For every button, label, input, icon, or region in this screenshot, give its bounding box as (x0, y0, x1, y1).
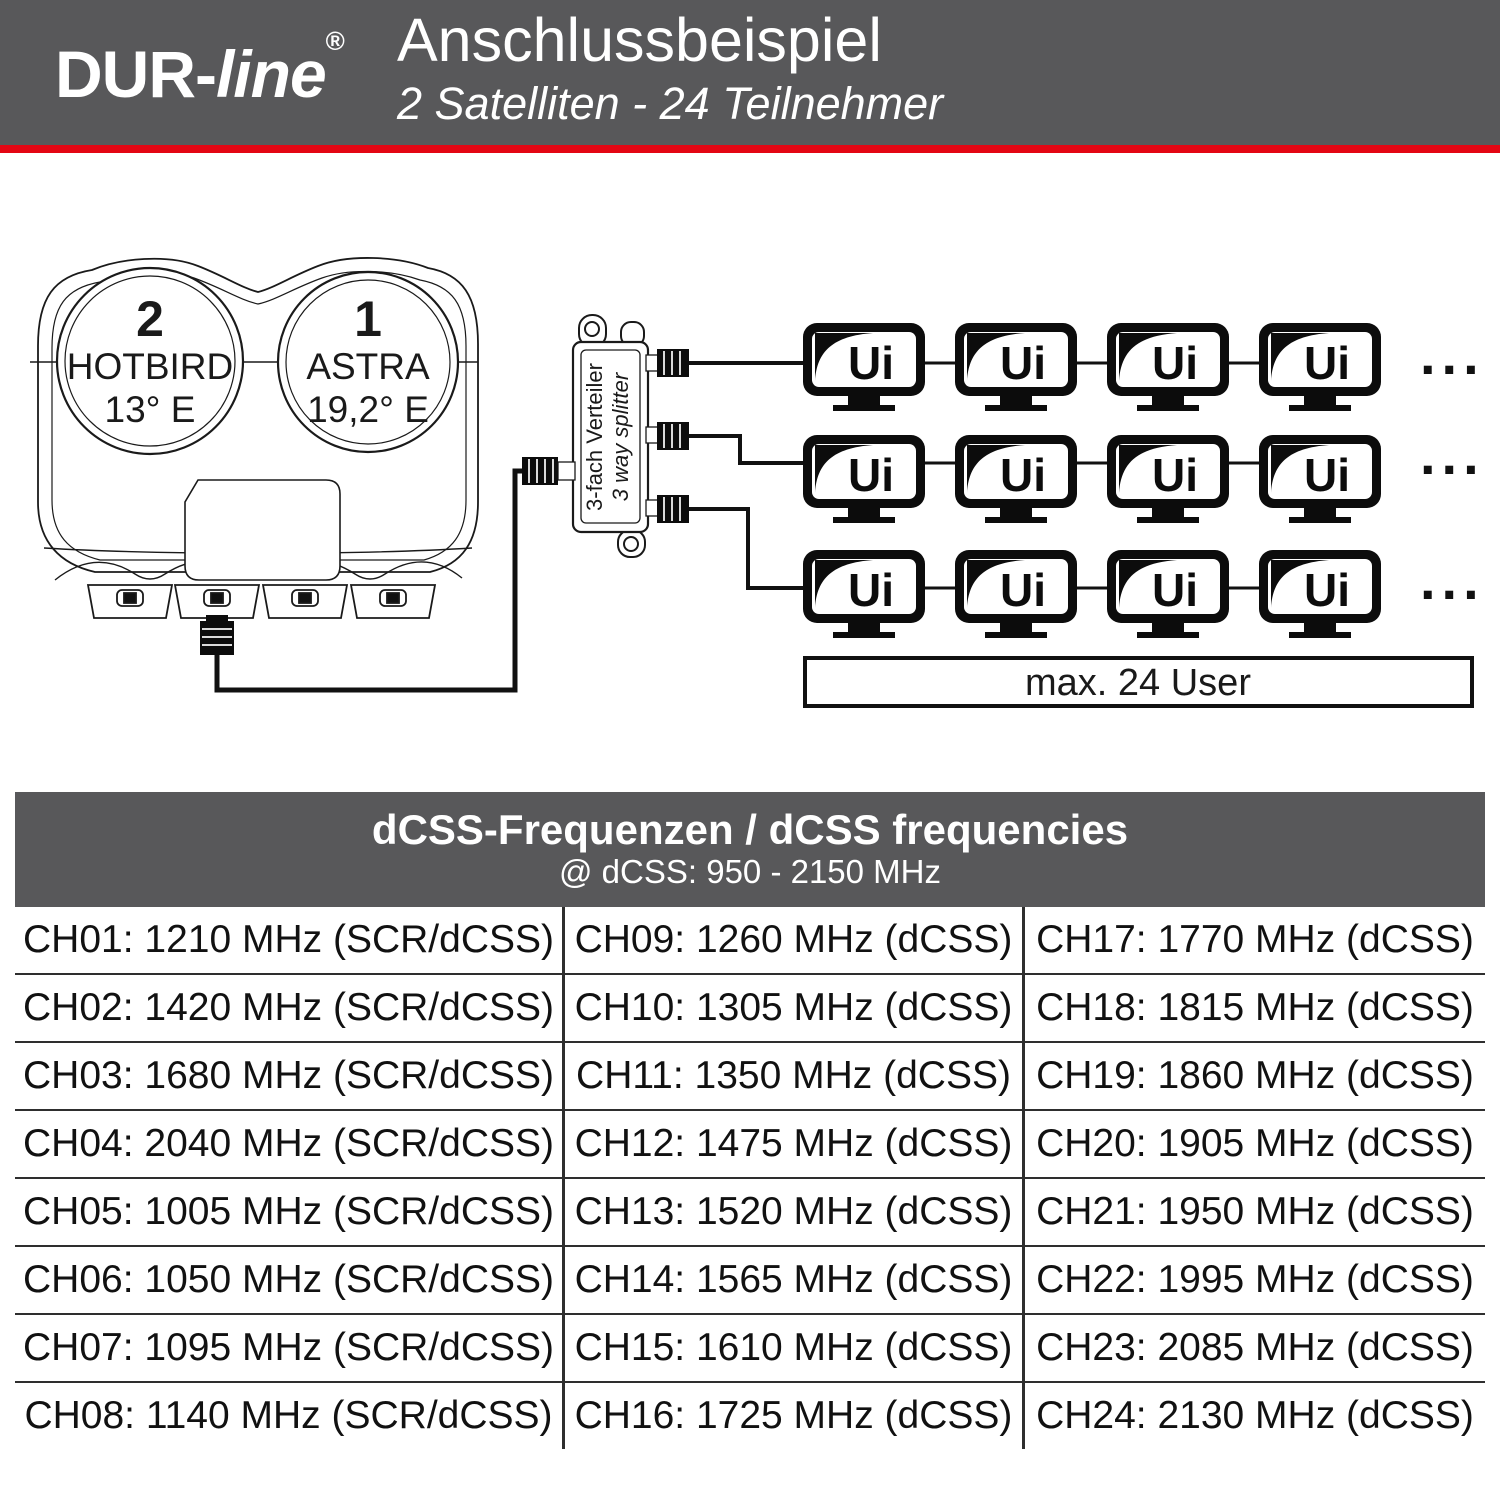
lnb-right-position: 19,2° E (307, 389, 429, 430)
max-users-box: max. 24 User (803, 656, 1474, 708)
tv-icon (955, 435, 1077, 523)
lnb-left-position: 13° E (105, 389, 196, 430)
lnb-labels: 2 HOTBIRD 13° E 1 ASTRA 19,2° E (67, 291, 430, 430)
tv-row-2: ... (803, 423, 1485, 523)
splitter-connectors (522, 349, 689, 523)
tv-icon (1259, 323, 1381, 411)
lnb-body-outline (37, 257, 479, 573)
tv-icon (955, 323, 1077, 411)
lnb-right-number: 1 (354, 291, 382, 347)
cell-ch08: CH08: 1140 MHz (SCR/dCSS) (15, 1383, 565, 1449)
cell-ch12: CH12: 1475 MHz (dCSS) (565, 1111, 1025, 1179)
cell-ch07: CH07: 1095 MHz (SCR/dCSS) (15, 1315, 565, 1383)
cell-ch02: CH02: 1420 MHz (SCR/dCSS) (15, 975, 565, 1043)
brand-logo-prefix: DUR- (55, 37, 217, 111)
tv-icon (955, 550, 1077, 638)
splitter-label-en: 3 way splitter (608, 371, 633, 501)
cell-ch04: CH04: 2040 MHz (SCR/dCSS) (15, 1111, 565, 1179)
frequency-grid: CH01: 1210 MHz (SCR/dCSS) CH09: 1260 MHz… (15, 907, 1485, 1449)
frequency-table-subtitle: @ dCSS: 950 - 2150 MHz (559, 853, 941, 891)
accent-stripe (0, 145, 1500, 153)
page-subtitle: 2 Satelliten - 24 Teilnehmer (397, 78, 944, 129)
row3-ellipsis: ... (1420, 548, 1485, 611)
tv-row-3: ... (803, 548, 1485, 638)
lnb-left-number: 2 (136, 291, 164, 347)
cell-ch06: CH06: 1050 MHz (SCR/dCSS) (15, 1247, 565, 1315)
tv-row-1: ... (803, 323, 1485, 411)
row2-ellipsis: ... (1420, 423, 1485, 486)
cell-ch21: CH21: 1950 MHz (dCSS) (1025, 1179, 1485, 1247)
cell-ch03: CH03: 1680 MHz (SCR/dCSS) (15, 1043, 565, 1111)
distribution-wires (689, 361, 803, 590)
header-bar (0, 0, 1500, 145)
tv-link-wires (925, 361, 1259, 590)
cell-ch09: CH09: 1260 MHz (dCSS) (565, 907, 1025, 975)
cell-ch05: CH05: 1005 MHz (SCR/dCSS) (15, 1179, 565, 1247)
registered-mark: ® (325, 26, 345, 56)
cell-ch18: CH18: 1815 MHz (dCSS) (1025, 975, 1485, 1043)
tv-icon (1107, 435, 1229, 523)
cell-ch17: CH17: 1770 MHz (dCSS) (1025, 907, 1485, 975)
tv-icon (803, 435, 925, 523)
cell-ch16: CH16: 1725 MHz (dCSS) (565, 1383, 1025, 1449)
lnb-left-name: HOTBIRD (67, 346, 234, 387)
lnb-feed-circles (55, 266, 460, 456)
frequency-table-header: dCSS-Frequenzen / dCSS frequencies @ dCS… (15, 792, 1485, 907)
lnb-panel (184, 479, 341, 581)
cell-ch14: CH14: 1565 MHz (dCSS) (565, 1247, 1025, 1315)
tv-icon (1107, 550, 1229, 638)
connection-diagram: Ui (30, 257, 1485, 708)
cell-ch24: CH24: 2130 MHz (dCSS) (1036, 1394, 1474, 1437)
tv-icon (1107, 323, 1229, 411)
lnb-unit (30, 257, 479, 619)
cell-ch01: CH01: 1210 MHz (SCR/dCSS) (15, 907, 565, 975)
cable-lnb-to-splitter (214, 468, 522, 693)
cell-ch22: CH22: 1995 MHz (dCSS) (1025, 1247, 1485, 1315)
cell-ch15: CH15: 1610 MHz (dCSS) (565, 1315, 1025, 1383)
page-title: Anschlussbeispiel (397, 6, 882, 74)
tv-icon (803, 323, 925, 411)
tv-icon (1259, 550, 1381, 638)
lnb-right-name: ASTRA (306, 346, 430, 387)
row1-ellipsis: ... (1420, 323, 1485, 386)
cell-ch20: CH20: 1905 MHz (dCSS) (1025, 1111, 1485, 1179)
tv-icon (803, 550, 925, 638)
splitter-label-de: 3-fach Verteiler (582, 363, 607, 511)
splitter (557, 314, 660, 558)
lnb-output-connector (200, 615, 234, 655)
brand-logo-suffix: line (215, 37, 327, 111)
lnb-feet (86, 584, 437, 619)
frequency-table: dCSS-Frequenzen / dCSS frequencies @ dCS… (15, 792, 1485, 1449)
frequency-table-title: dCSS-Frequenzen / dCSS frequencies (371, 806, 1129, 853)
cell-ch23: CH23: 2085 MHz (dCSS) (1025, 1315, 1485, 1383)
max-users-label: max. 24 User (1025, 662, 1251, 704)
tv-icon (1259, 435, 1381, 523)
cell-ch19: CH19: 1860 MHz (dCSS) (1025, 1043, 1485, 1111)
cell-ch11: CH11: 1350 MHz (dCSS) (565, 1043, 1025, 1111)
brand-logo: DUR-line® (55, 26, 345, 112)
cell-ch10: CH10: 1305 MHz (dCSS) (565, 975, 1025, 1043)
cell-ch13: CH13: 1520 MHz (dCSS) (565, 1179, 1025, 1247)
